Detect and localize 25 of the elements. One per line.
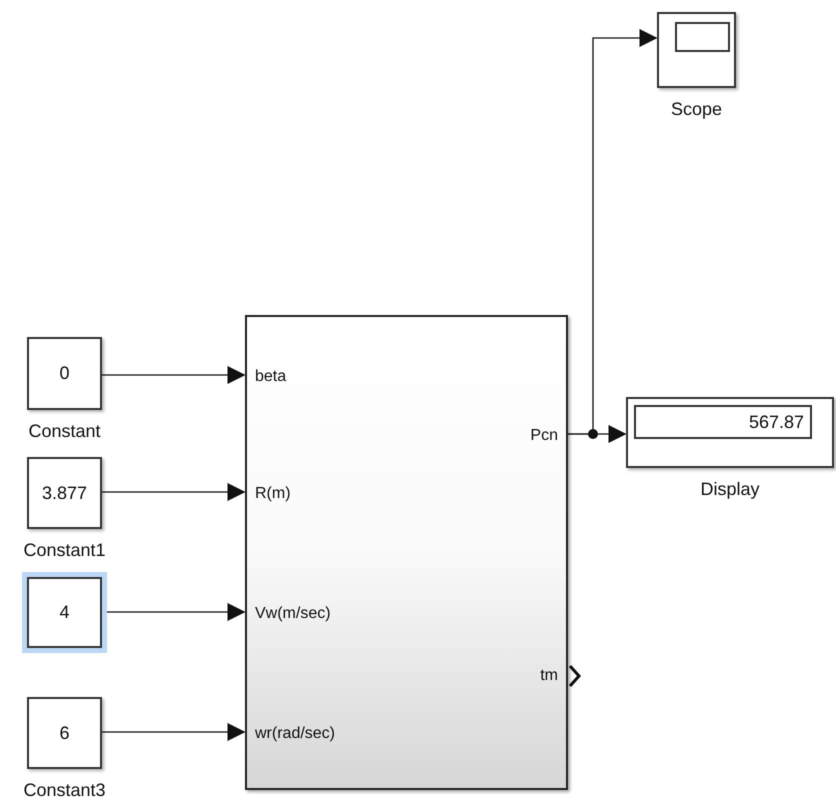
constant-block (27, 697, 102, 769)
signal-arrow (102, 723, 246, 741)
port-label: beta (255, 369, 286, 385)
port-label: Pcn (530, 428, 558, 444)
constant-value: 3.877 (42, 482, 88, 504)
signal-arrow (102, 483, 246, 501)
block-name-label: Constant1 (22, 541, 107, 559)
block-name-label: Scope (670, 100, 724, 118)
display-block (626, 397, 834, 468)
port-label: wr(rad/sec) (255, 726, 336, 742)
block-name-label: Constant3 (22, 781, 107, 798)
constant-block (27, 457, 102, 529)
constant-value: 0 (59, 362, 70, 385)
constant-value: 4 (59, 601, 70, 624)
port-label: tm (540, 668, 558, 684)
port-label: R(m) (255, 486, 291, 502)
constant-value: 6 (59, 722, 70, 744)
block-name-label: Constant (27, 422, 102, 440)
constant-block (27, 337, 102, 410)
port-label: Vw(m/sec) (255, 606, 331, 622)
signal-arrow (568, 29, 658, 435)
scope-block (657, 12, 736, 88)
display-value-field: 567.87 (634, 405, 812, 439)
signal-arrow (102, 366, 246, 384)
block-name-label: Display (699, 480, 761, 498)
